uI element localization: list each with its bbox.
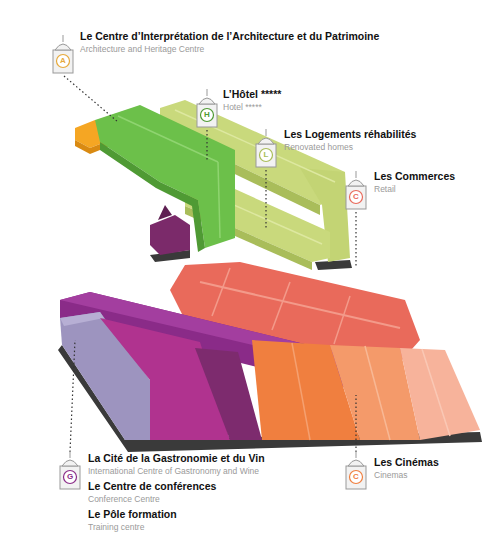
chapel-block <box>150 205 190 255</box>
building-icon: A <box>50 34 76 74</box>
label-text: Architecture and Heritage Centre <box>80 44 204 54</box>
english-caption: Conference Centre <box>88 494 160 504</box>
english-caption: Training centre <box>88 522 144 532</box>
lower-blocks <box>60 312 480 440</box>
building-icon: H <box>194 88 220 128</box>
icon-outline <box>50 34 76 74</box>
french-caption: Le Pôle formation <box>88 508 177 521</box>
english-caption: Cinemas <box>374 470 408 480</box>
english-caption: Renovated homes <box>284 142 353 152</box>
icon-outline <box>194 88 220 128</box>
icon-letter: H <box>201 109 213 121</box>
french-caption: Le Centre de conférences <box>88 480 216 493</box>
french-caption: Les Logements réhabilités <box>284 128 416 141</box>
label-text: Le Centre d’Interprétation de l’Architec… <box>80 30 379 43</box>
french-caption: Les Cinémas <box>374 456 439 469</box>
icon-letter: G <box>64 471 76 483</box>
label-text: Cinemas <box>374 470 408 480</box>
label-text: Les Commerces <box>374 170 455 183</box>
english-caption: Hotel ***** <box>223 102 262 112</box>
label-text: La Cité de la Gastronomie et du Vin <box>88 452 265 465</box>
label-text: International Centre of Gastronomy and W… <box>88 466 259 476</box>
icon-letter: C <box>350 191 362 203</box>
building-icon: C <box>343 450 369 490</box>
icon-outline <box>343 170 369 210</box>
french-caption: Les Commerces <box>374 170 455 183</box>
label-text: Conference Centre <box>88 494 160 504</box>
french-caption: La Cité de la Gastronomie et du Vin <box>88 452 265 465</box>
building-icon: L <box>253 128 279 168</box>
french-caption: L’Hôtel ***** <box>223 88 281 101</box>
icon-letter: L <box>260 149 272 161</box>
icon-outline <box>343 450 369 490</box>
label-text: Renovated homes <box>284 142 353 152</box>
icon-letter: C <box>350 471 362 483</box>
label-text: Le Pôle formation <box>88 508 177 521</box>
label-text: L’Hôtel ***** <box>223 88 281 101</box>
label-text: Le Centre de conférences <box>88 480 216 493</box>
label-text: Training centre <box>88 522 144 532</box>
english-caption: Retail <box>374 184 396 194</box>
english-caption: International Centre of Gastronomy and W… <box>88 466 259 476</box>
french-caption: Le Centre d’Interprétation de l’Architec… <box>80 30 379 43</box>
building-icon: C <box>343 170 369 210</box>
english-caption: Architecture and Heritage Centre <box>80 44 204 54</box>
label-text: Hotel ***** <box>223 102 262 112</box>
building-icon: G <box>57 450 83 490</box>
label-text: Les Logements réhabilités <box>284 128 416 141</box>
icon-letter: A <box>57 55 69 67</box>
shadows <box>58 250 482 452</box>
icon-outline <box>253 128 279 168</box>
icon-outline <box>57 450 83 490</box>
label-text: Retail <box>374 184 396 194</box>
label-text: Les Cinémas <box>374 456 439 469</box>
